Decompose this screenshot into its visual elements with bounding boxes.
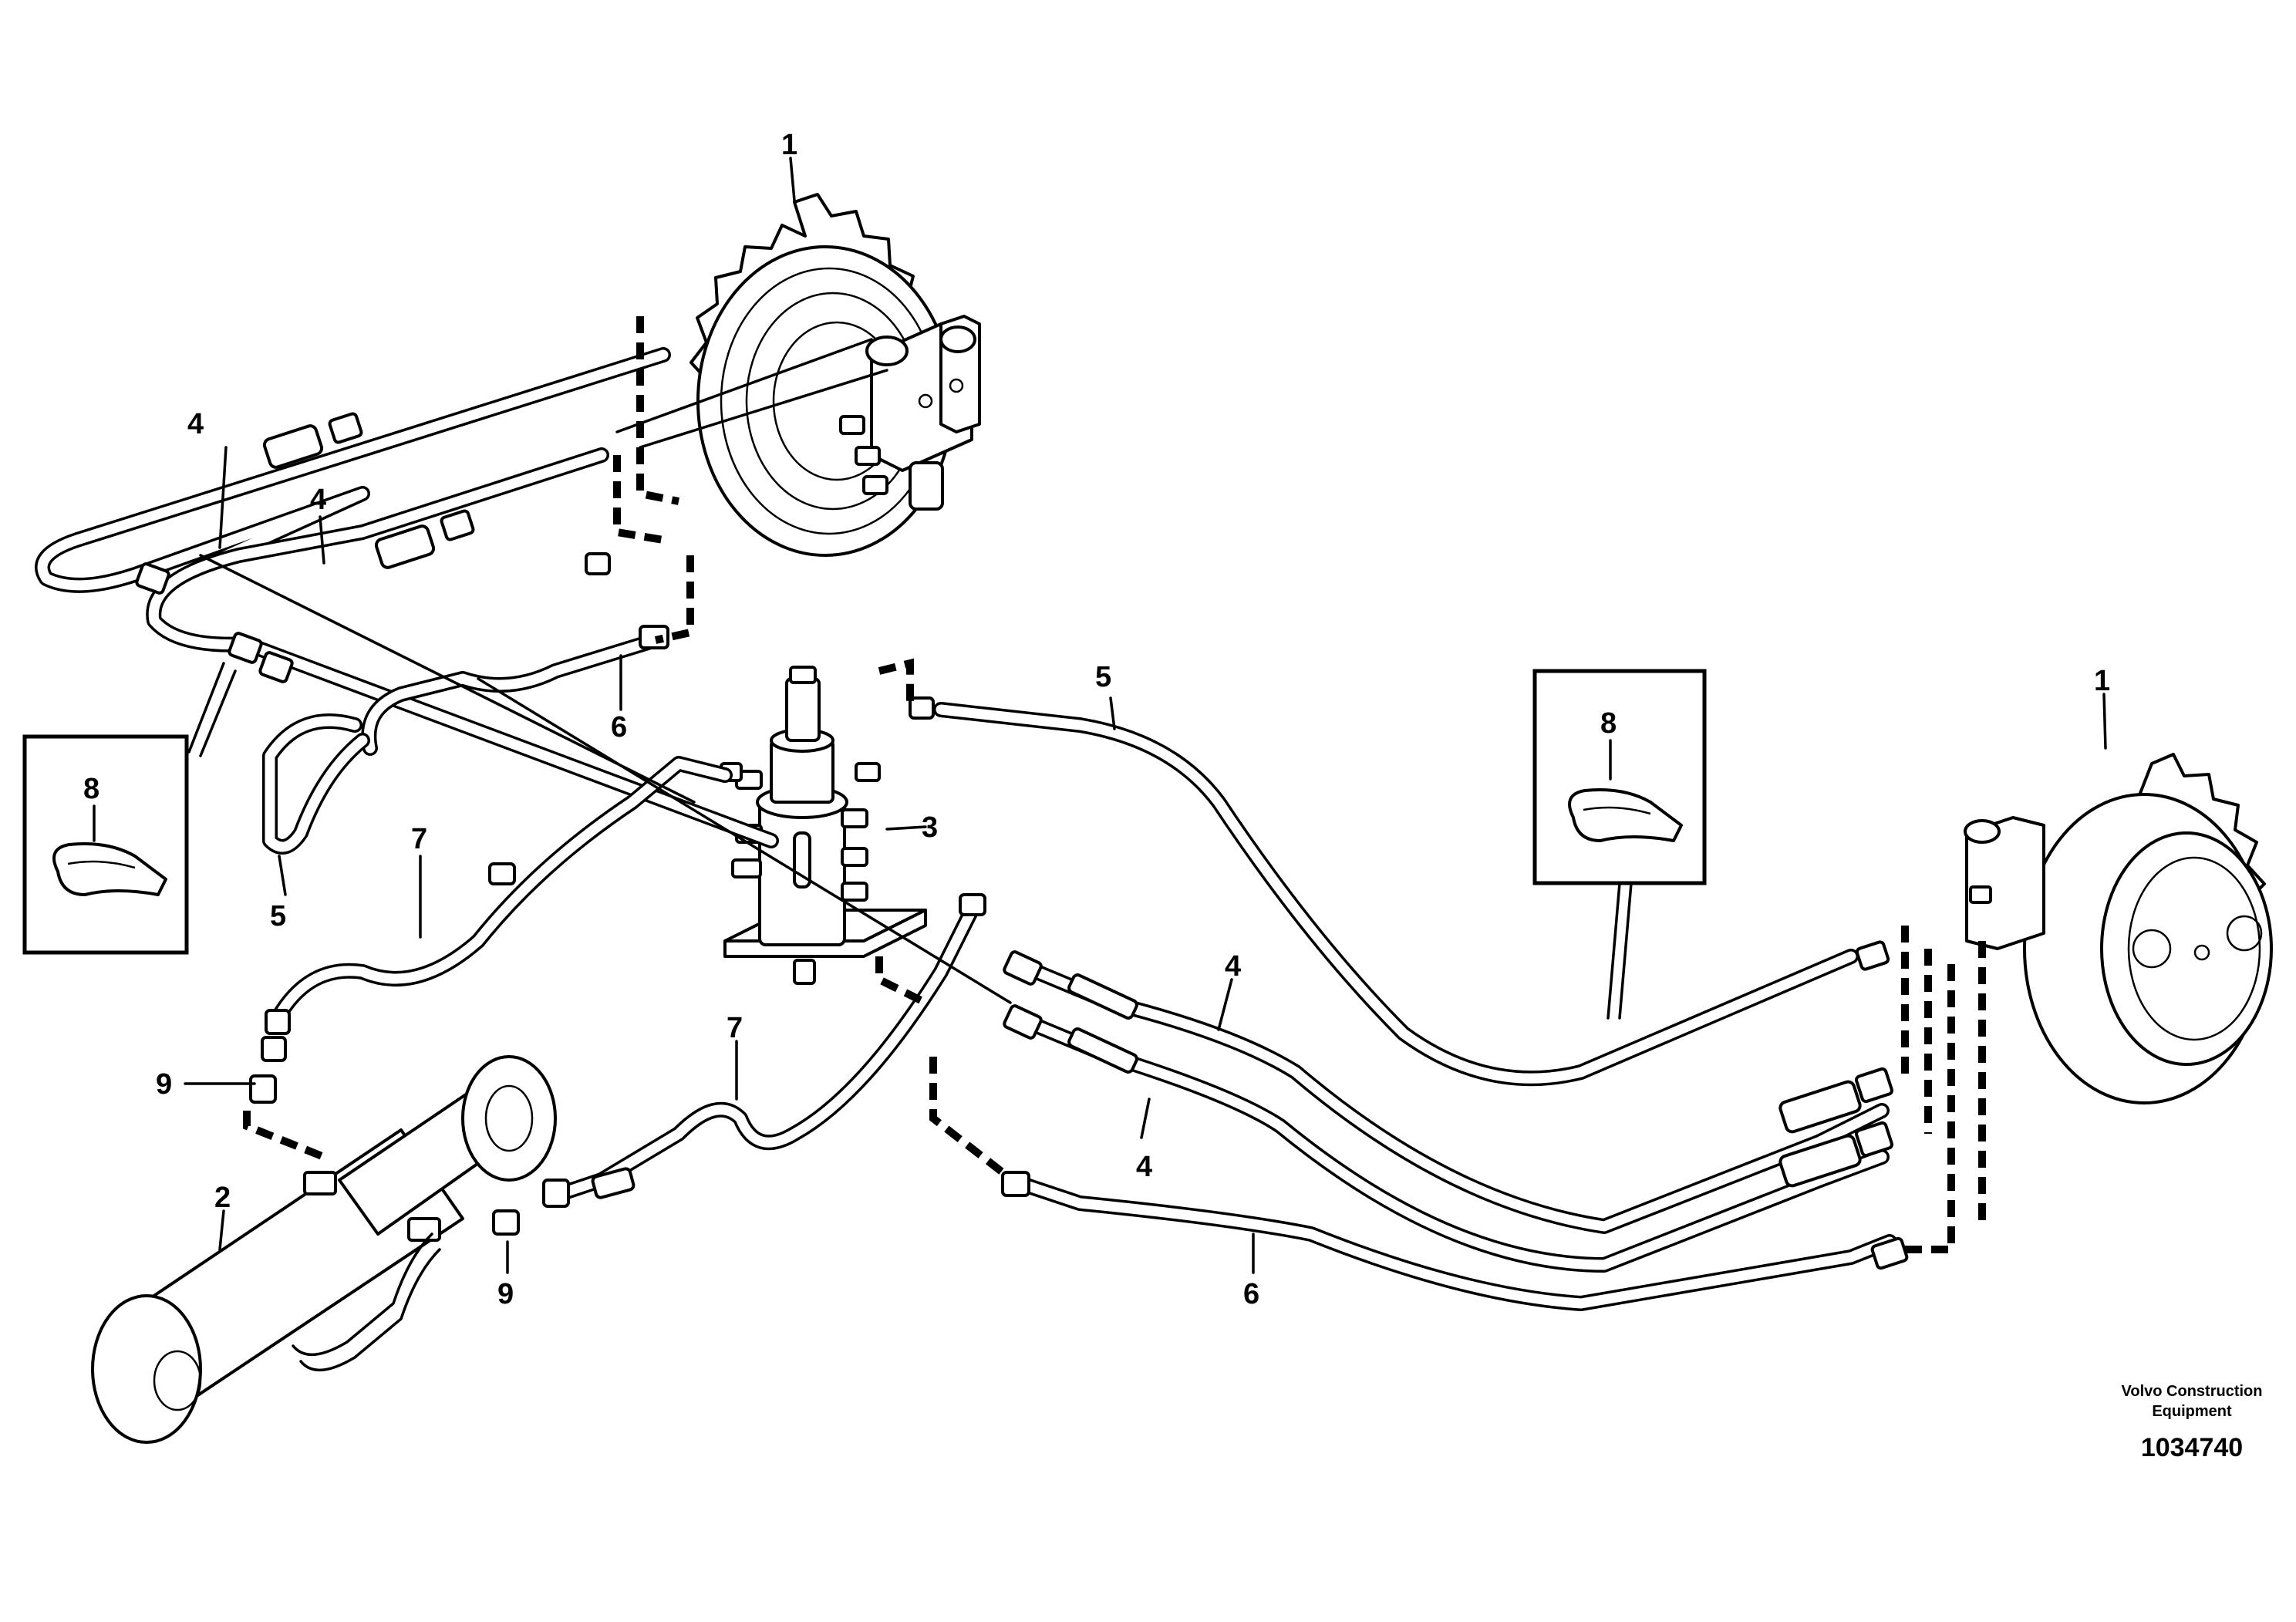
callout-labels: 1 1 2 3 4 4 4 4 5 5 6 6 7 7 8 8 9 9: [83, 129, 2110, 1310]
hose-fittings: [135, 412, 1909, 1270]
callout-9-b: 9: [497, 1278, 514, 1310]
swivel-joint: [720, 666, 927, 985]
travel-motor-sprocket-right: [1964, 753, 2273, 1104]
company-name-line2: Equipment: [2152, 1403, 2232, 1420]
branding-block: Volvo Construction Equipment 1034740: [2122, 1383, 2263, 1462]
callout-1-right: 1: [2094, 665, 2110, 697]
callout-8-right: 8: [1600, 707, 1617, 740]
drawing-number: 1034740: [2141, 1433, 2243, 1462]
callout-4-b: 4: [310, 484, 326, 516]
callout-box-right: [1532, 669, 1707, 1020]
connection-dashes: [243, 316, 1986, 1253]
callout-4-c: 4: [1225, 950, 1241, 983]
callout-6-a: 6: [611, 711, 627, 744]
callout-6-b: 6: [1243, 1278, 1259, 1310]
callout-box-left: [22, 662, 237, 955]
callout-leaders: [184, 157, 2107, 1274]
callout-8-left: 8: [83, 773, 99, 805]
callout-1-top: 1: [781, 129, 797, 161]
callout-2: 2: [214, 1182, 231, 1214]
callout-7-a: 7: [411, 823, 427, 855]
callout-9-a: 9: [156, 1068, 172, 1101]
company-name-line1: Volvo Construction: [2122, 1383, 2263, 1400]
callout-5-b: 5: [270, 900, 286, 932]
hose-lines: [35, 338, 1897, 1311]
callout-4-a: 4: [187, 408, 204, 440]
hydraulic-cylinder: [91, 1055, 557, 1444]
callout-7-b: 7: [727, 1012, 743, 1044]
callout-4-d: 4: [1136, 1151, 1152, 1183]
callout-3: 3: [922, 811, 938, 844]
callout-5-a: 5: [1095, 661, 1111, 693]
travel-motor-sprocket-top: [689, 193, 981, 557]
